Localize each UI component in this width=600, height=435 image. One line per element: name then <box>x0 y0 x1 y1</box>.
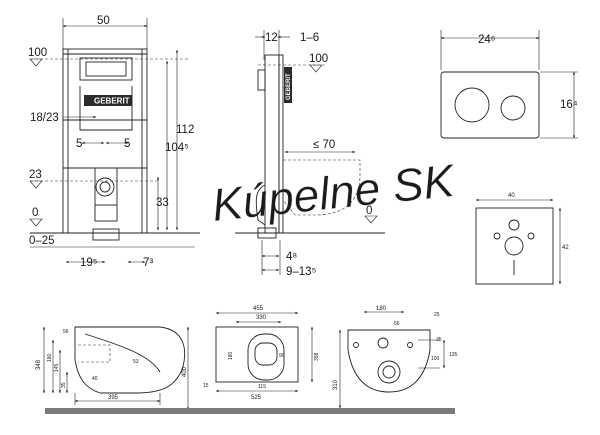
bowl-top-frame <box>215 326 299 383</box>
depth-label: 12 <box>265 32 278 44</box>
bowl-width-outer: 455 <box>253 306 264 312</box>
flush-plate-outline <box>440 71 540 139</box>
floor-range-label: 0–25 <box>29 235 55 247</box>
right-offset-label: 5 <box>124 138 130 150</box>
cutout-outline <box>475 207 554 285</box>
bowl-length-label: 395 <box>108 395 119 401</box>
outlet-height-label: 33 <box>156 197 169 209</box>
wall-label: 1–6 <box>300 32 319 44</box>
cutout-width-label: 40 <box>508 193 515 199</box>
back-top-small: 56 <box>394 321 400 327</box>
flush-dim-label: 18/23 <box>30 112 59 124</box>
plate-height-label: 16⁴ <box>560 99 578 111</box>
cutout-height-label: 42 <box>562 245 569 251</box>
level-label-mid: 23 <box>29 169 42 181</box>
frame-front-view: 50 100 GEBERIT 18/23 5 5 23 <box>28 15 200 269</box>
side-floor-label: 0 <box>366 205 372 217</box>
bowl-back-view: 180 56 25 35 100 135 310 <box>333 306 458 409</box>
bowl-height-c: 35 <box>61 382 67 388</box>
level-label-floor: 0 <box>32 207 38 219</box>
watermark: Kúpelne SK <box>209 154 458 231</box>
bowl-top-inner-b: 115 <box>258 384 266 390</box>
back-right-c: 100 <box>431 356 440 362</box>
bottom-right-dim: 7³ <box>143 257 153 269</box>
bowl-inner-b: 40 <box>92 376 98 382</box>
bowl-side-view: 53 40 56 348 180 145 35 395 400 <box>36 326 190 411</box>
plate-width-label: 24⁶ <box>478 34 496 46</box>
brand-text: GEBERIT <box>94 97 130 106</box>
flush-button-small <box>500 95 526 121</box>
cistern-box <box>79 57 133 81</box>
bowl-height-b: 145 <box>54 363 60 372</box>
bowl-height-outer: 348 <box>36 359 42 370</box>
cutout-view: 40 42 <box>475 193 569 285</box>
bowl-back-outline <box>347 329 431 393</box>
bowl-top-seat <box>247 333 285 381</box>
side-bottom-label-b: 9–13⁵ <box>286 266 317 278</box>
back-width-top: 180 <box>376 306 387 312</box>
frame-side-view: 12 1–6 100 GEBERIT ≤ 70 0 4⁸ 9–13⁵ <box>235 30 385 278</box>
frame-width-label: 50 <box>97 15 110 27</box>
projection-label: ≤ 70 <box>313 139 335 151</box>
bowl-top-height-right: 358 <box>314 352 320 361</box>
bowl-total-height: 400 <box>182 366 188 377</box>
side-brand-plate <box>284 67 292 103</box>
bowl-height-a: 180 <box>47 353 53 362</box>
level-label-top: 100 <box>28 47 47 59</box>
back-right-a: 25 <box>434 312 440 318</box>
bottom-floor-bar <box>45 408 455 414</box>
outlet-circle <box>95 177 115 197</box>
side-toilet-outline <box>282 159 361 216</box>
brand-plate <box>84 95 132 106</box>
bowl-width-inner: 330 <box>256 315 267 321</box>
back-outlet-ring <box>377 360 401 384</box>
bowl-left-small: 56 <box>63 329 69 335</box>
level-marker-top <box>29 58 43 67</box>
bowl-corner-label: 15 <box>203 383 209 389</box>
back-right-d: 135 <box>449 352 458 358</box>
bowl-top-view: 455 330 90 115 180 358 525 15 <box>203 306 320 401</box>
total-height-label: 112 <box>176 124 194 136</box>
side-bottom-label-a: 4⁸ <box>286 251 297 263</box>
bowl-top-inner-a: 90 <box>279 353 285 359</box>
frame-height-label: 104⁵ <box>165 142 189 154</box>
bowl-side-outline <box>74 326 185 394</box>
left-offset-label: 5 <box>76 138 82 150</box>
bowl-top-height-left: 180 <box>228 351 234 360</box>
side-level-label: 100 <box>309 53 328 65</box>
side-brand-text: GEBERIT <box>286 73 292 100</box>
bowl-inner-a: 53 <box>133 359 139 365</box>
back-total-height: 310 <box>333 379 339 390</box>
bottom-left-dim: 19⁵ <box>80 257 98 269</box>
bowl-width-bottom: 525 <box>251 395 262 401</box>
flush-button-large <box>454 87 490 123</box>
flush-plate-view: 24⁶ 16⁴ <box>440 30 578 139</box>
